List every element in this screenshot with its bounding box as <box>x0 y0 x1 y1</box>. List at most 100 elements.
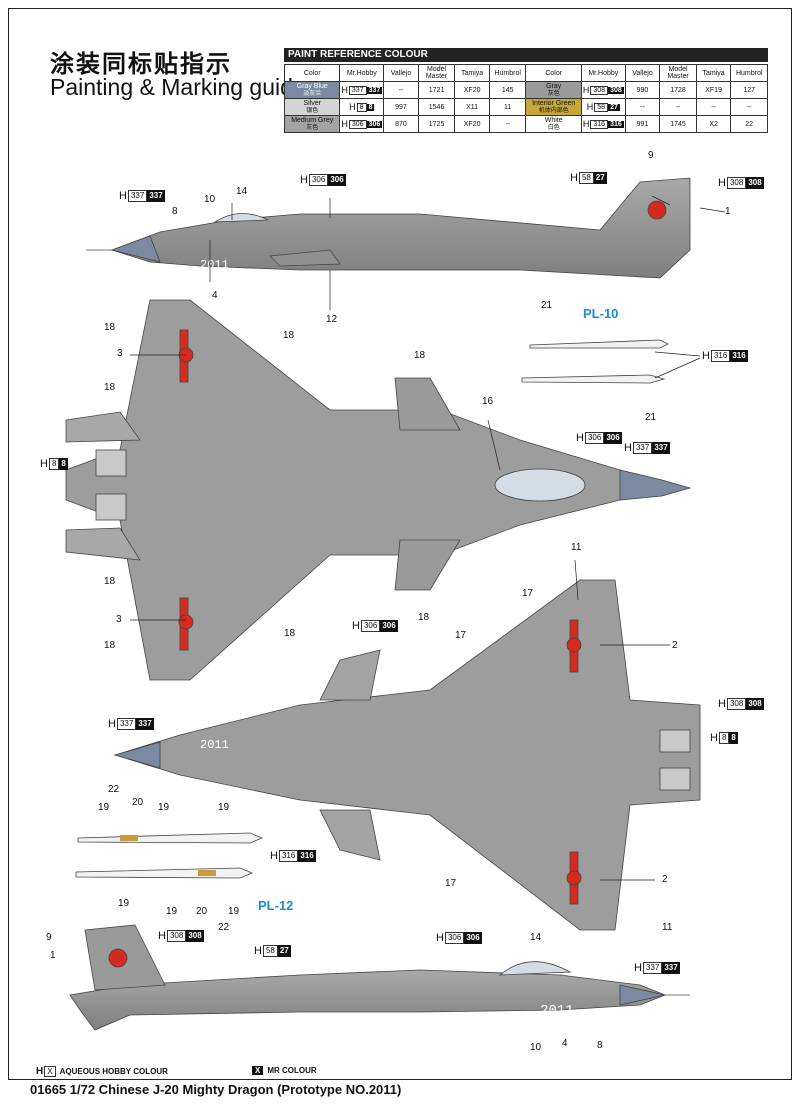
callout-20: 20 <box>196 906 208 917</box>
callout-19: 19 <box>166 906 178 917</box>
callout-18: 18 <box>104 322 116 333</box>
pl12-label: PL-12 <box>258 898 294 913</box>
callout-21: 21 <box>541 300 553 311</box>
callout-21: 21 <box>645 412 657 423</box>
plan-view-bottom <box>113 579 701 931</box>
pl12-missiles <box>75 832 264 879</box>
callout-1: 1 <box>725 206 731 217</box>
vallejo-code: 870 <box>383 115 419 133</box>
roundel-icon <box>647 200 667 220</box>
callout-18: 18 <box>283 330 295 341</box>
callout-4: 4 <box>562 1038 568 1049</box>
callout-8: 8 <box>172 206 178 217</box>
model-master-code: 1728 <box>659 81 697 99</box>
callout-17: 17 <box>522 588 534 599</box>
callout-22: 22 <box>108 784 120 795</box>
serial-text: 2011 <box>200 738 229 752</box>
model-master-code: 1745 <box>659 115 697 133</box>
paint-table-header-row: Color Mr.Hobby Vallejo Model Master Tami… <box>283 64 768 82</box>
side-view-bottom <box>69 924 690 1031</box>
callout-9: 9 <box>46 932 52 943</box>
callout-17: 17 <box>445 878 457 889</box>
callout-17: 17 <box>455 630 467 641</box>
colour-name-cn: 淡灰兰 <box>303 90 322 97</box>
callout-19: 19 <box>98 802 110 813</box>
callout-19: 19 <box>118 898 130 909</box>
callout-18: 18 <box>104 576 116 587</box>
callout-18: 18 <box>418 612 430 623</box>
callout-12: 12 <box>326 314 338 325</box>
callout-10: 10 <box>204 194 216 205</box>
colour-name-cn: 灰色 <box>547 90 560 97</box>
title-english: Painting & Marking guide <box>50 74 306 100</box>
colour-name: Gray <box>546 83 562 90</box>
pl10-missiles <box>521 339 669 384</box>
callout-19: 19 <box>218 802 230 813</box>
colour-name-cn: 机体内部色 <box>538 107 569 114</box>
colour-name: Interior Green <box>532 100 576 107</box>
callout-16: 16 <box>482 396 494 407</box>
callout-10: 10 <box>530 1042 542 1053</box>
legend-mr: X MR COLOUR <box>252 1066 317 1075</box>
callout-8: 8 <box>597 1040 603 1051</box>
pl10-label: PL-10 <box>583 306 619 321</box>
page-frame <box>8 8 792 1080</box>
callout-20: 20 <box>132 797 144 808</box>
colour-name-cn: 灰色 <box>306 124 319 131</box>
callout-14: 14 <box>530 932 542 943</box>
serial-text: 2011 <box>540 1003 574 1019</box>
colour-name: Gray Blue <box>296 83 328 90</box>
plan-view-top <box>65 299 692 681</box>
callout-2: 2 <box>672 640 678 651</box>
callout-3: 3 <box>117 348 123 359</box>
colour-name-cn: 白色 <box>547 124 560 131</box>
model-master-code: -- <box>659 98 697 116</box>
humbrol-code: 22 <box>730 115 768 133</box>
model-master-code: 1725 <box>417 115 456 133</box>
callout-4: 4 <box>212 290 218 301</box>
colour-name: Medium Grey <box>291 117 334 124</box>
callout-3: 3 <box>116 614 122 625</box>
title-chinese: 涂装同标贴指示 <box>50 50 232 78</box>
colour-name: Silver <box>303 100 321 107</box>
legend-aqueous: H X AQUEOUS HOBBY COLOUR <box>36 1066 168 1077</box>
callout-18: 18 <box>104 382 116 393</box>
callout-18: 18 <box>104 640 116 651</box>
callout-11: 11 <box>662 922 673 933</box>
footer-title: 01665 1/72 Chinese J-20 Mighty Dragon (P… <box>30 1082 402 1097</box>
callout-19: 19 <box>228 906 240 917</box>
callout-11: 11 <box>571 542 582 553</box>
leader-lines <box>130 195 726 881</box>
serial-text: 2011 <box>200 258 229 272</box>
colour-name: White <box>544 117 563 124</box>
callout-9: 9 <box>648 150 654 161</box>
